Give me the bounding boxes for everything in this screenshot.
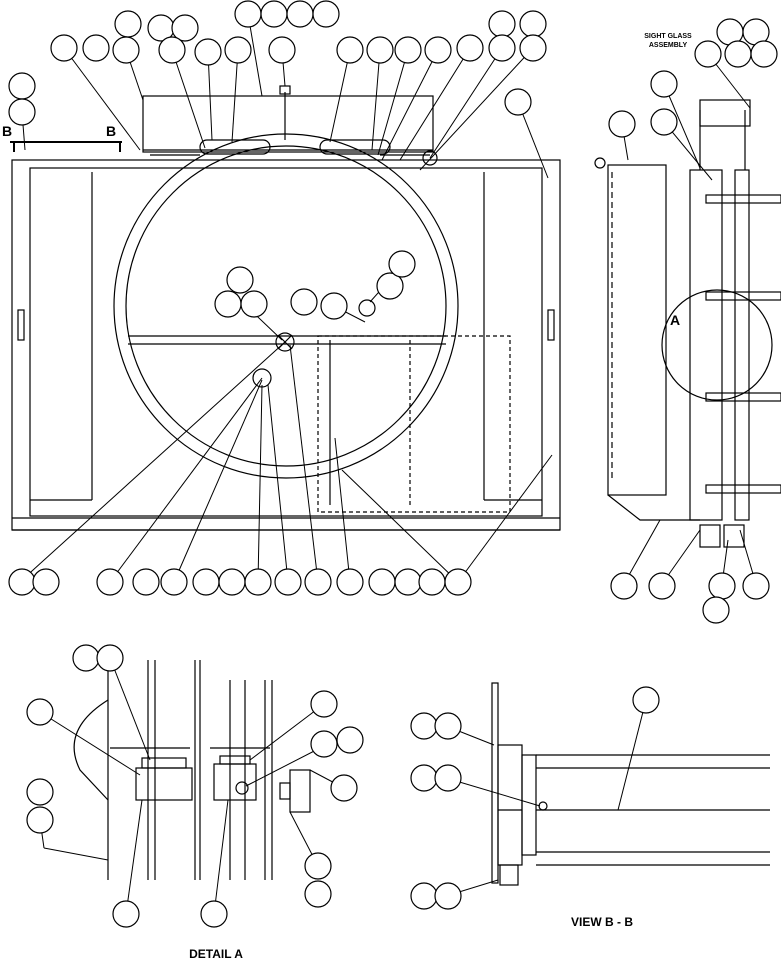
leader-lines	[21, 13, 757, 915]
frame-outline	[11, 159, 561, 531]
section-b-right-marker: B	[106, 123, 116, 139]
hidden-bracket	[317, 335, 511, 513]
side-core	[607, 164, 667, 496]
top-tank	[142, 95, 434, 153]
detail-a	[73, 660, 311, 880]
callout-balloons	[8, 0, 778, 928]
detail-a-title: DETAIL A	[189, 947, 243, 961]
frame-inner	[29, 167, 543, 517]
view-bb	[491, 682, 770, 886]
sight-glass-label-line1: SIGHT GLASS	[644, 33, 692, 40]
fan-hub	[275, 332, 295, 352]
front-view	[10, 85, 561, 531]
sight-glass-label-line2: ASSEMBLY	[649, 42, 688, 49]
detail-a-callout-circle	[661, 289, 773, 401]
fan-shroud-outer	[113, 133, 459, 479]
section-b-left-marker: B	[2, 123, 12, 139]
detail-a-marker: A	[670, 312, 680, 328]
fan-shroud-inner	[125, 145, 447, 467]
view-bb-title: VIEW B - B	[571, 915, 633, 929]
side-view	[594, 99, 781, 548]
